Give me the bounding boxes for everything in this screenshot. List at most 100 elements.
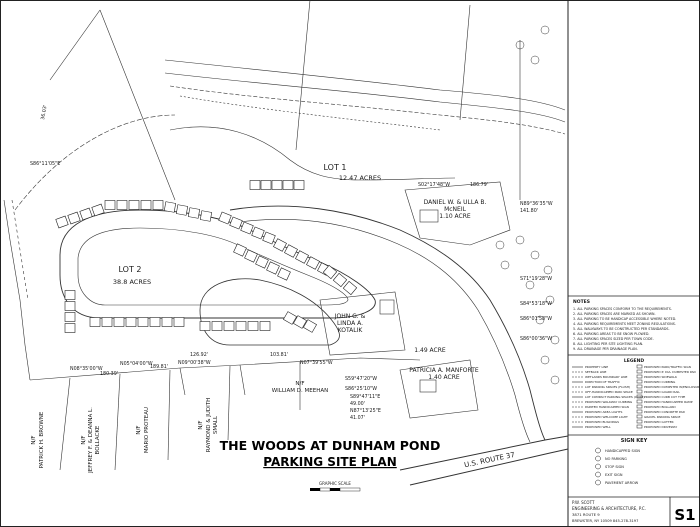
- legend-item: PROPOSED 6' DIA. DUMPSTER PAD: [644, 370, 697, 374]
- legend-item: PROPOSED CURBING: [644, 380, 676, 384]
- building-unit: [55, 215, 69, 229]
- building-unit: [116, 200, 128, 210]
- legend-item: PROPOSED GUTTER: [644, 420, 674, 424]
- lot1-boundary: [169, 126, 456, 181]
- bearing-label: S86°00'36"W: [520, 336, 552, 342]
- lot-line: [114, 373, 121, 471]
- bearing-label: S84°53'18"W: [520, 301, 552, 307]
- legend-swatch: [636, 379, 643, 384]
- legend-item: PROPOSED DRIVEWAY: [644, 425, 677, 429]
- bearing-label: S71°19'28"W: [520, 276, 552, 282]
- legend-item: PROPOSED BUILDINGS: [585, 420, 619, 424]
- bearing-label: S59°47'20"W: [345, 376, 377, 382]
- bearing-label: S02°17'48"W: [418, 182, 450, 188]
- legend-item: PROPOSED GUARD RAIL: [644, 390, 680, 394]
- building-unit: [137, 317, 149, 327]
- stream-line-2: [164, 72, 566, 123]
- building-unit: [128, 200, 140, 210]
- legend-swatch: [636, 394, 643, 399]
- wetland-boundary: [169, 85, 566, 135]
- kotalik-owner: JOHN G. &: [334, 313, 366, 320]
- tree-cluster: [495, 25, 560, 385]
- building-unit: [322, 264, 338, 280]
- neighbor-proteau: N/F MARIO PROTEAU: [136, 407, 150, 453]
- building-unit: [295, 250, 309, 264]
- bearing-label: 189.81': [150, 364, 168, 370]
- legend-swatch: [636, 399, 643, 404]
- legend-swatch: [636, 364, 643, 369]
- building-units: [55, 180, 358, 333]
- building-unit: [273, 238, 287, 252]
- bearing-label: N87°13'25"E: [350, 408, 381, 414]
- neighbor-name-2: SMALL: [213, 415, 219, 434]
- legend-item: PROPOSED CONCRETE PAD: [644, 410, 686, 414]
- building-unit: [262, 231, 276, 245]
- notes-list: 1. ALL PARKING SPACES CONFORM TO THE REQ…: [573, 307, 676, 351]
- neighbor-nf: N/F: [31, 435, 37, 444]
- neighbor-nf: N/F: [198, 420, 204, 429]
- lot-line: [59, 377, 71, 471]
- building-unit: [113, 317, 125, 327]
- legend-heading: LEGEND: [624, 358, 644, 364]
- bearing-label: 103.81': [270, 352, 288, 358]
- lot2-loop-road: [59, 209, 376, 319]
- building-unit: [79, 207, 93, 221]
- building-unit: [244, 249, 258, 263]
- building-unit: [218, 211, 232, 225]
- bearing-label: 141.80': [520, 208, 538, 214]
- building-unit: [125, 317, 137, 327]
- legend-swatch: [636, 424, 643, 429]
- building-unit: [247, 321, 259, 331]
- building-unit: [67, 211, 81, 225]
- access-road: [229, 205, 546, 441]
- manforte-area: 1.40 ACRE: [428, 374, 460, 381]
- legend-swatch: [636, 414, 643, 419]
- lot2-name: LOT 2: [119, 265, 142, 274]
- legend-item: PROPERTY LINE: [585, 365, 608, 369]
- building-unit: [283, 311, 297, 325]
- building-unit: [64, 301, 76, 311]
- sign-key-symbol: [595, 479, 601, 486]
- building-unit: [175, 204, 189, 216]
- bearing-label: S86°11'05"E: [30, 161, 60, 167]
- legend-item: OFF-HANDICAPPED PARK SPACE: [585, 390, 633, 394]
- bearing-label: N09°00'38"W: [178, 360, 211, 366]
- bearing-label: 41.07': [350, 415, 365, 421]
- building-unit: [211, 321, 223, 331]
- building-unit: [303, 319, 317, 333]
- sign-key-symbol: [595, 447, 601, 454]
- legend-swatch: [636, 374, 643, 379]
- sign-key-item: HANDICAPPED SIGN: [605, 449, 640, 453]
- neighbor-bollacke: N/F JEFFREY F. & DEANNA L. BOLLACKE: [81, 407, 101, 474]
- neighbor-name: PATRICK H. BROWNE: [39, 411, 45, 468]
- lot2-loop-road-inner: [77, 227, 349, 306]
- radial-line: [459, 4, 471, 121]
- inner-parking-loop: [199, 278, 340, 346]
- bearing-label: 180.39': [100, 371, 118, 377]
- sign-key-symbol: [595, 463, 601, 470]
- building-unit: [223, 321, 235, 331]
- manforte-parcel: [399, 359, 479, 419]
- sign-key-item: PAVEMENT ARROW: [605, 481, 639, 485]
- note-item: 6. ALL PARKING AREAS TO BE SNOW PLOWED.: [573, 332, 649, 336]
- firm-name-2: ENGINEERING & ARCHITECTURE, P.C.: [572, 506, 646, 511]
- legend-swatch: [636, 419, 643, 424]
- legend-item: PROPOSED WELCOME LIGHT: [585, 415, 628, 419]
- drawing-title-block: THE WOODS AT DUNHAM POND PARKING SITE PL…: [220, 438, 440, 492]
- neighbor-meehan: N/F WILLIAM D. MEEHAN: [272, 381, 329, 394]
- lot1-name: LOT 1: [324, 163, 347, 172]
- radial-line: [99, 9, 176, 201]
- neighbor-nf: N/F: [81, 435, 87, 444]
- building-unit: [332, 272, 348, 288]
- sign-key-symbol: [595, 455, 601, 462]
- legend-item: PROPOSED CURB CUT TYPE: [644, 395, 685, 399]
- building-unit: [140, 200, 152, 210]
- bearing-label: S86°01'58"W: [520, 316, 552, 322]
- building-unit: [104, 200, 116, 210]
- lot2-area: 38.8 ACRES: [113, 278, 151, 286]
- building-unit: [187, 207, 201, 219]
- building-unit: [284, 244, 298, 258]
